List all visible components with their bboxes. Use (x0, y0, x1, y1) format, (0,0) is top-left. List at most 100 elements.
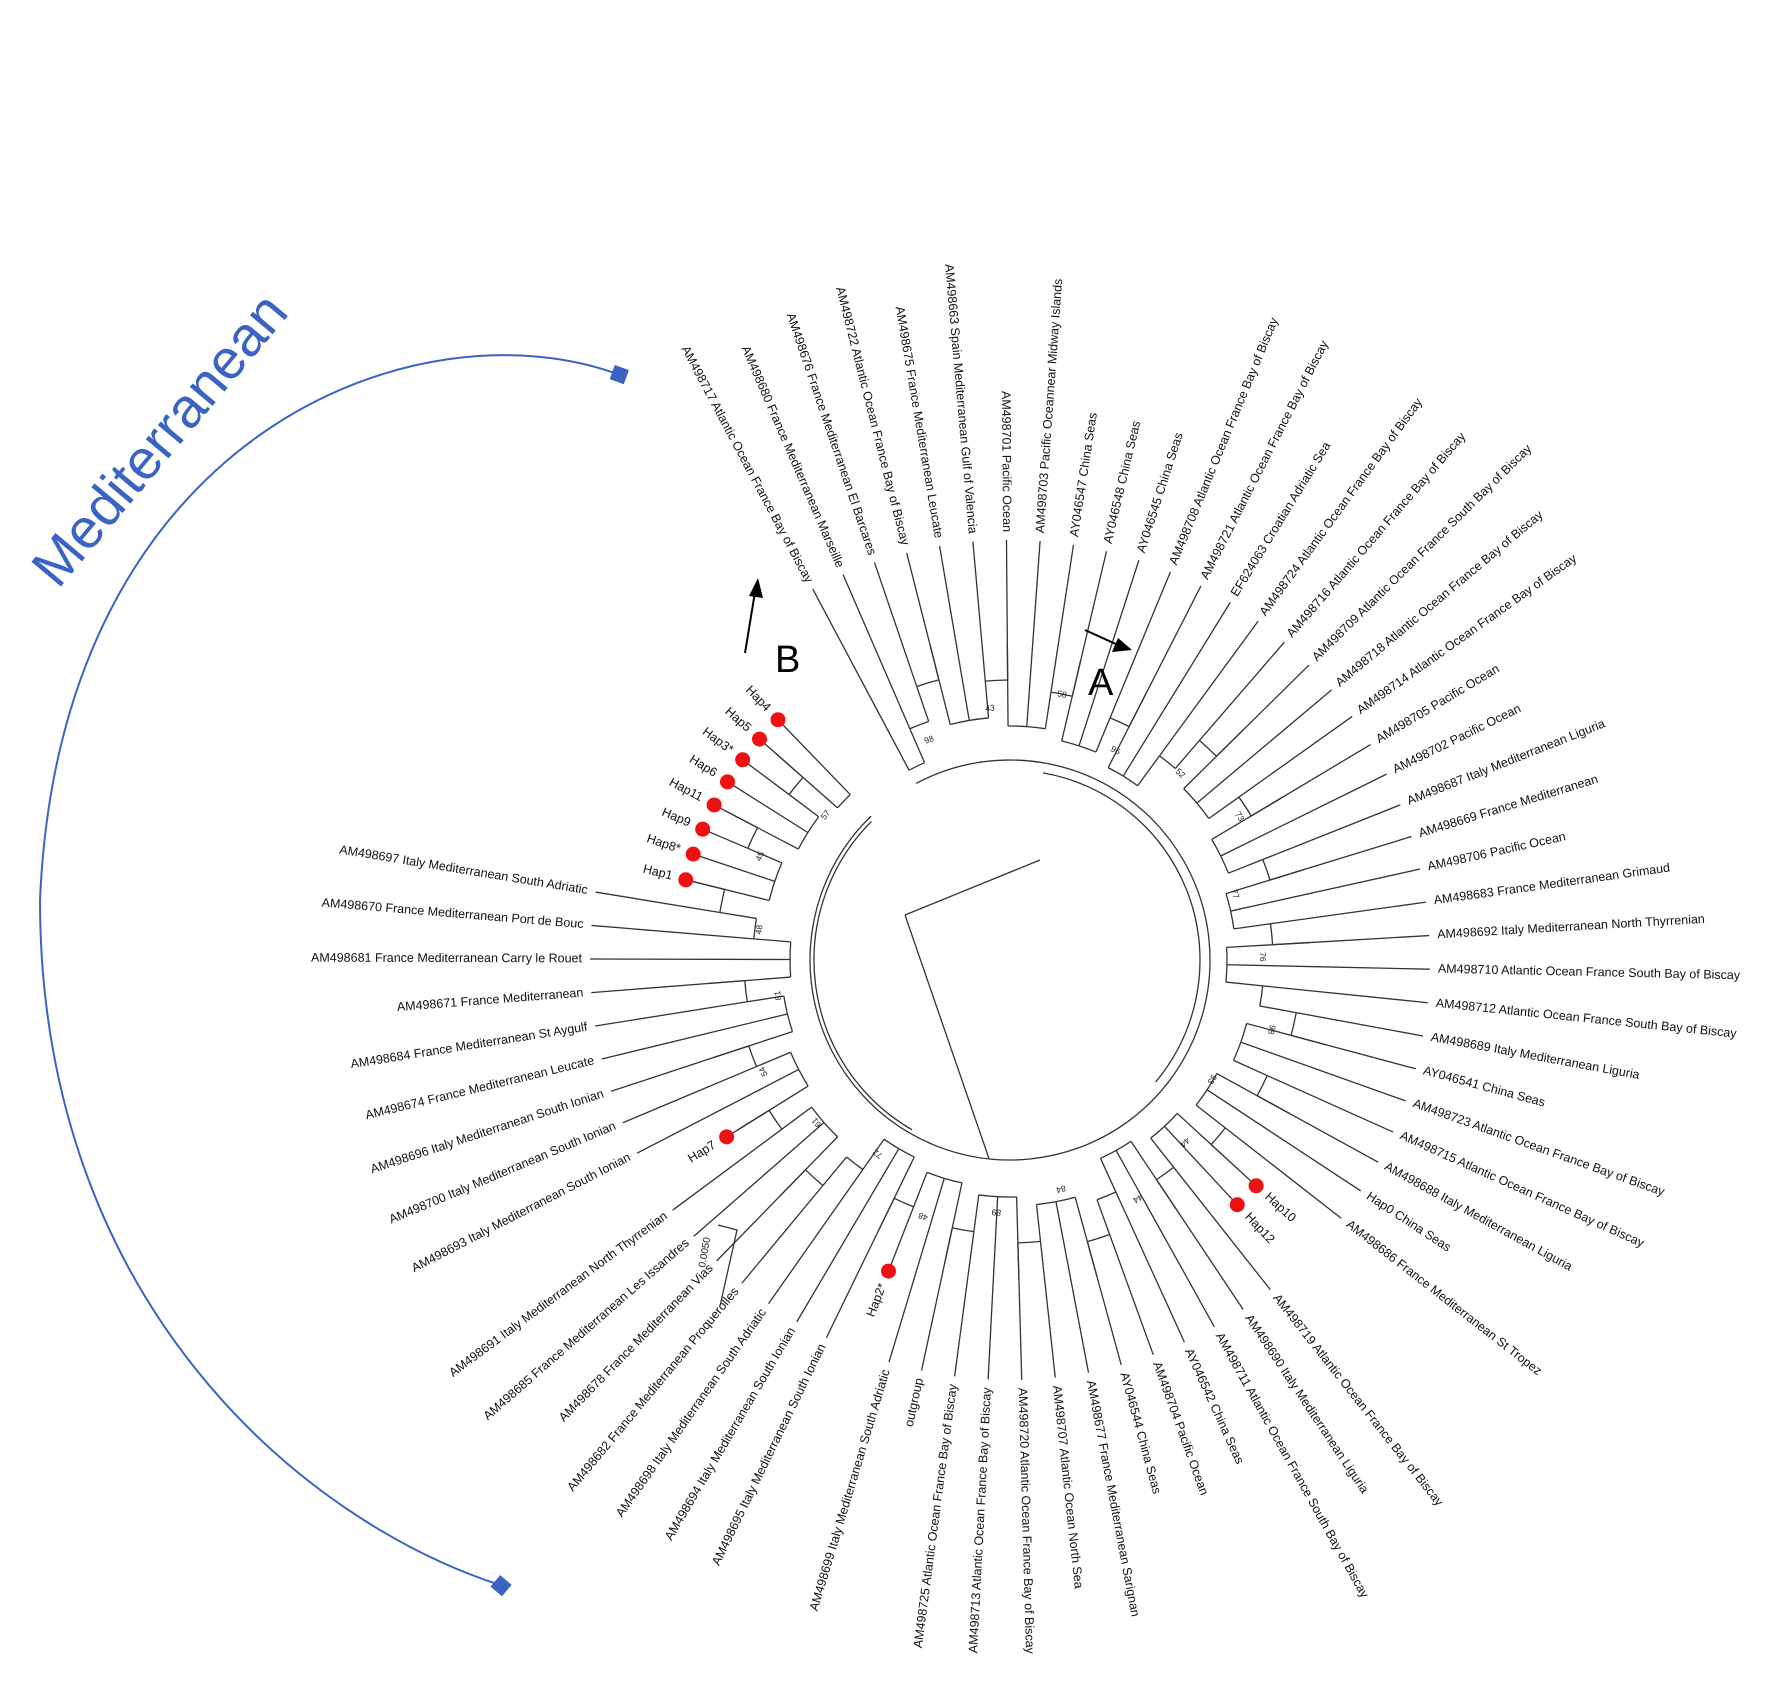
tip-branch (1240, 1041, 1406, 1102)
tip-branch (672, 1128, 783, 1211)
tip-branch (1206, 1089, 1362, 1192)
clade-arc (1061, 740, 1080, 747)
tip-branch (938, 545, 970, 721)
tip-branch (601, 1013, 788, 1060)
tip-branch (1050, 544, 1075, 693)
clade-arc (985, 679, 1008, 682)
clade-arc (1107, 767, 1124, 777)
tip-branch (696, 854, 775, 883)
tip-label: AM498670 France Mediterranean Port de Bo… (321, 895, 584, 931)
clade-arc (1196, 802, 1210, 819)
clade-bracket-end-handle (490, 1575, 512, 1597)
clade-arc (1115, 1140, 1132, 1152)
backbone-arc (809, 759, 1211, 1161)
tip-label: AM498701 Pacific Ocean (999, 391, 1014, 532)
tip-label: AM498663 Spain Mediterranean Gulf of Val… (942, 263, 980, 534)
tip-branch (825, 1231, 879, 1339)
internal-branch (916, 686, 930, 722)
clade-arc (1156, 1166, 1175, 1181)
clade-arc (744, 980, 748, 1002)
tip-branch (1039, 1241, 1056, 1378)
clade-arc (1159, 755, 1176, 769)
bootstrap-value: 98 (1266, 1024, 1278, 1036)
internal-branch (1035, 1204, 1042, 1242)
tip-branch (1270, 901, 1427, 925)
haplotype-marker-dot (719, 774, 735, 790)
bootstrap-value: 45 (753, 850, 766, 863)
clade-arc (1017, 1240, 1041, 1244)
internal-branch (912, 1172, 928, 1208)
tip-branch (1220, 773, 1387, 857)
tip-label: Hap6 (687, 752, 720, 780)
internal-branch (1074, 1197, 1098, 1278)
clade-arc (1096, 1191, 1117, 1201)
clade-arc (797, 832, 809, 850)
tip-branch (972, 541, 986, 682)
clade-arc (1256, 1075, 1268, 1097)
tip-branch (1026, 541, 1041, 727)
bootstrap-value: 54 (757, 1065, 770, 1078)
tip-branch (741, 1185, 824, 1284)
bootstrap-value: 98 (923, 733, 936, 746)
internal-branch (747, 847, 783, 864)
tip-branch (1262, 985, 1428, 1004)
tip-branch (873, 562, 918, 687)
tip-label: EF624063 Croatian Adriatic Sea (1228, 439, 1334, 598)
clade-arc (1055, 1196, 1076, 1203)
tip-branch (1224, 1127, 1342, 1219)
haplotype-marker-dot (880, 1263, 896, 1279)
internal-branch (909, 728, 926, 763)
internal-branch (774, 752, 838, 809)
tip-label: Hap4 (743, 683, 774, 714)
clade-arc (978, 1194, 998, 1198)
bootstrap-value: 96 (1109, 744, 1122, 757)
tip-branch (1158, 620, 1259, 757)
clade-bracket-arc (38, 354, 621, 1586)
tip-branch (906, 552, 931, 645)
tip-label: AM498687 Italy Mediterranean Liguria (1405, 716, 1607, 807)
clade-arc (805, 1169, 824, 1187)
internal-branch (1208, 796, 1240, 820)
backbone-arc (813, 820, 913, 1131)
tip-branch (730, 783, 809, 834)
internal-branch (1137, 755, 1160, 787)
bootstrap-value: 44 (1178, 1136, 1192, 1150)
clade-arc (1262, 859, 1271, 881)
tip-branch (1196, 689, 1333, 804)
tip-branch (768, 1169, 864, 1305)
tip-label: AY046548 China Seas (1101, 419, 1143, 544)
tip-branch (796, 1148, 900, 1323)
bootstrap-value: 81 (772, 990, 783, 1001)
clade-arc (898, 1148, 915, 1158)
haplotype-marker-dot (719, 1129, 735, 1145)
clade-arc (908, 762, 925, 771)
clade-arc (786, 1013, 794, 1032)
haplotype-marker-dot (695, 821, 711, 837)
internal-branch (1095, 717, 1111, 753)
internal-branch (943, 1182, 963, 1265)
internal-branch (862, 1138, 885, 1170)
tip-branch (812, 588, 910, 771)
tip-branch (987, 1196, 999, 1380)
haplotype-marker-dot (735, 752, 751, 768)
haplotype-marker-dot (678, 872, 694, 888)
internal-branch (1176, 1112, 1239, 1171)
clade-arc (783, 995, 789, 1015)
marker-b-label: B (775, 639, 800, 681)
tip-branch (1326, 1044, 1416, 1070)
tip-label: Hap12 (1242, 1210, 1277, 1247)
internal-branch (1015, 1196, 1020, 1280)
tip-label: AM498692 Italy Mediterranean North Thyrr… (1437, 912, 1705, 942)
clade-arc (774, 862, 783, 882)
tip-label: AM498723 Atlantic Ocean France Bay of Bi… (1411, 1096, 1667, 1199)
clade-arc (893, 1197, 914, 1208)
tip-branch (595, 1001, 748, 1027)
tip-label: Hap10 (1262, 1190, 1299, 1225)
bootstrap-value: 76 (1258, 952, 1268, 962)
internal-branch (737, 1085, 809, 1131)
internal-branch (1195, 1104, 1226, 1129)
bootstrap-value: 73 (1233, 810, 1247, 824)
clade-bracket: Mediterranean (19, 281, 629, 1597)
clade-arc (837, 794, 851, 809)
clade-arc (789, 1051, 800, 1070)
